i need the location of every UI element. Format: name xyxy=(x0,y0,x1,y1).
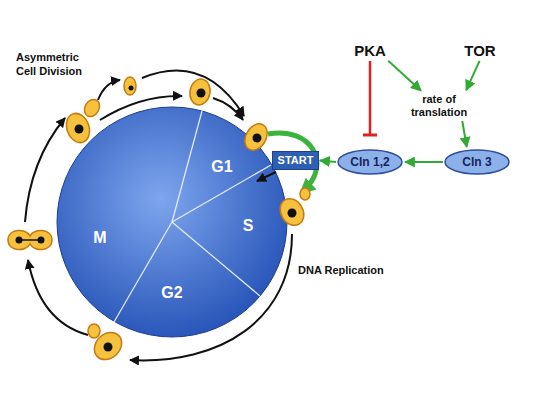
yeast-cells xyxy=(8,77,310,365)
phase-dividers xyxy=(114,111,271,322)
cyclin-ellipse: Cln 3 xyxy=(444,149,510,175)
cell-nuclei xyxy=(16,86,297,352)
regulator-label: PKA xyxy=(345,40,395,60)
node-text: Cln 3 xyxy=(462,156,491,169)
activation-arrow xyxy=(405,161,443,163)
process-label: Asymmetric Cell Division xyxy=(16,50,96,78)
phase-label: G1 xyxy=(202,160,242,174)
node-text: TOR xyxy=(464,44,495,57)
phase-label: M xyxy=(80,231,120,245)
node-text: rate of translation xyxy=(406,93,472,119)
phase-label: S xyxy=(228,219,268,233)
activation-arrow xyxy=(388,61,421,91)
node-text: Cln 1,2 xyxy=(350,156,389,169)
cycle-arrows xyxy=(25,70,292,360)
regulator-label: TOR xyxy=(455,40,505,60)
cycle-circle xyxy=(57,107,287,337)
inhibition-connector xyxy=(369,61,372,135)
activation-arrow xyxy=(462,121,466,147)
activation-arrow xyxy=(466,61,479,90)
process-label: rate of translation xyxy=(406,92,472,120)
activation-arrow xyxy=(320,161,336,162)
node-text: START xyxy=(278,154,314,167)
process-label: DNA Replication xyxy=(298,263,398,277)
start-box: START xyxy=(272,151,319,170)
phase-label: G2 xyxy=(152,286,192,300)
ellipse-shape xyxy=(338,150,402,174)
ellipse-shape xyxy=(445,150,509,174)
node-text: PKA xyxy=(354,44,386,57)
cyclin-ellipse: Cln 1,2 xyxy=(337,149,403,175)
